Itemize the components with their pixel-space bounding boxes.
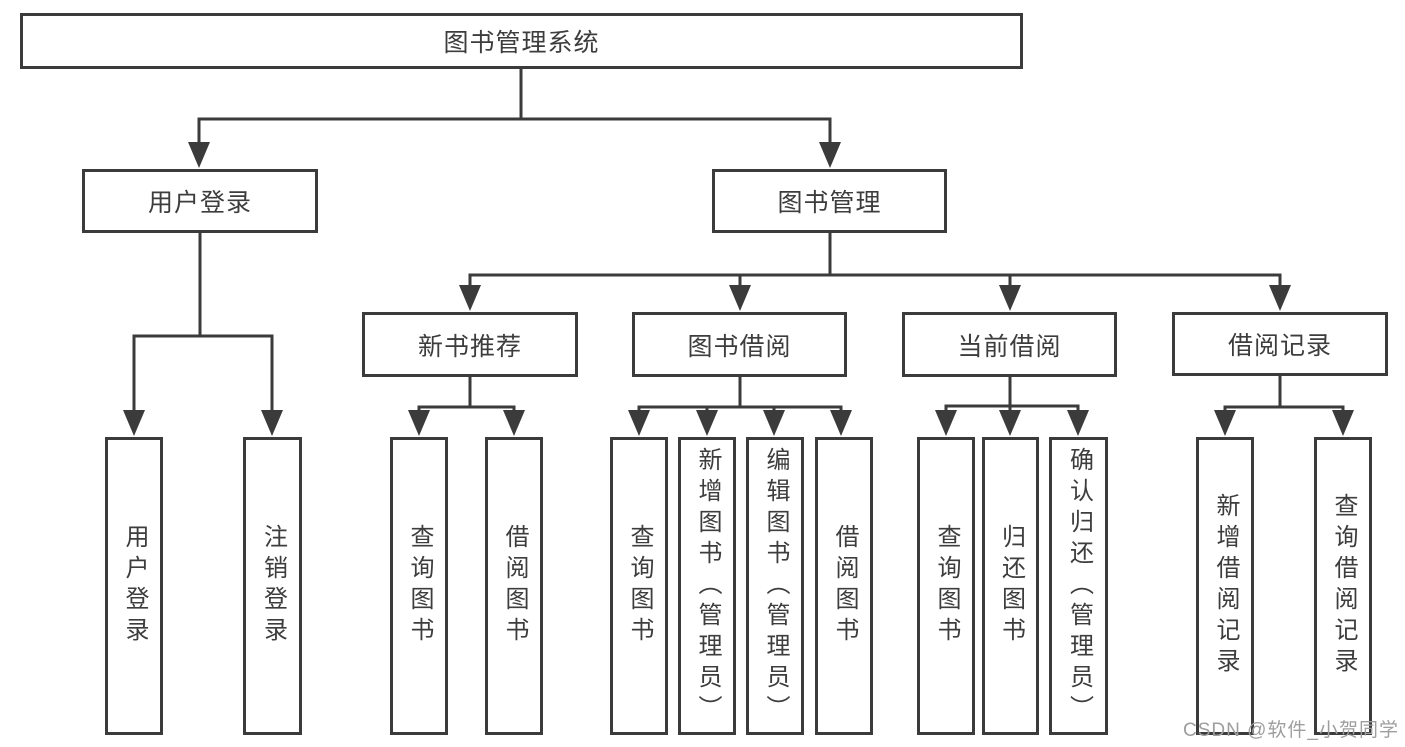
node-current-borrow: 当前借阅 xyxy=(902,312,1117,377)
node-root: 图书管理系统 xyxy=(20,13,1023,69)
node-user-login: 用户登录 xyxy=(82,169,318,233)
leaf-record-add-borrow-record-label: 新增借阅记录 xyxy=(1212,493,1239,679)
node-borrow-record-label: 借阅记录 xyxy=(1227,332,1332,360)
node-user-login-label: 用户登录 xyxy=(147,189,252,217)
leaf-borrow-add-book-admin: 新增图书（管理员） xyxy=(678,437,736,735)
leaf-current-return-book-label: 归还图书 xyxy=(997,524,1025,648)
leaf-borrow-query-book-label: 查询图书 xyxy=(626,524,653,648)
leaf-recommend-borrow-book-label: 借阅图书 xyxy=(501,524,528,648)
node-book-borrow: 图书借阅 xyxy=(632,312,847,377)
leaf-recommend-borrow-book: 借阅图书 xyxy=(485,437,543,735)
leaf-user-login: 用户登录 xyxy=(105,437,163,735)
leaf-borrow-edit-book-admin-label: 编辑图书（管理员） xyxy=(762,446,789,726)
leaf-borrow-add-book-admin-label: 新增图书（管理员） xyxy=(694,446,721,726)
leaf-recommend-query-book-label: 查询图书 xyxy=(406,524,433,648)
node-new-book-recommend-label: 新书推荐 xyxy=(417,332,522,361)
leaf-current-confirm-return-admin-label: 确认归还（管理员） xyxy=(1065,446,1093,726)
leaf-borrow-query-book: 查询图书 xyxy=(610,437,668,735)
leaf-borrow-borrow-book: 借阅图书 xyxy=(815,437,873,735)
node-root-label: 图书管理系统 xyxy=(443,29,600,57)
leaf-user-logout: 注销登录 xyxy=(243,437,302,735)
leaf-current-confirm-return-admin: 确认归还（管理员） xyxy=(1049,437,1108,735)
node-book-management: 图书管理 xyxy=(712,169,947,233)
leaf-record-query-borrow-record-label: 查询借阅记录 xyxy=(1330,493,1357,679)
leaf-recommend-query-book: 查询图书 xyxy=(390,437,448,735)
csdn-watermark: CSDN @软件_小贺同学 xyxy=(1183,720,1399,741)
leaf-current-query-book-label: 查询图书 xyxy=(933,524,960,648)
node-current-borrow-label: 当前借阅 xyxy=(957,332,1062,361)
node-borrow-record: 借阅记录 xyxy=(1172,312,1388,376)
leaf-borrow-borrow-book-label: 借阅图书 xyxy=(831,524,858,648)
node-new-book-recommend: 新书推荐 xyxy=(362,312,578,377)
leaf-current-query-book: 查询图书 xyxy=(917,437,975,735)
leaf-user-login-label: 用户登录 xyxy=(121,524,148,648)
node-book-borrow-label: 图书借阅 xyxy=(687,332,792,361)
node-book-management-label: 图书管理 xyxy=(777,189,882,217)
leaf-borrow-edit-book-admin: 编辑图书（管理员） xyxy=(746,437,804,735)
leaf-record-query-borrow-record: 查询借阅记录 xyxy=(1314,437,1372,735)
leaf-user-logout-label: 注销登录 xyxy=(259,524,287,648)
leaf-current-return-book: 归还图书 xyxy=(982,437,1039,735)
leaf-record-add-borrow-record: 新增借阅记录 xyxy=(1196,437,1254,735)
